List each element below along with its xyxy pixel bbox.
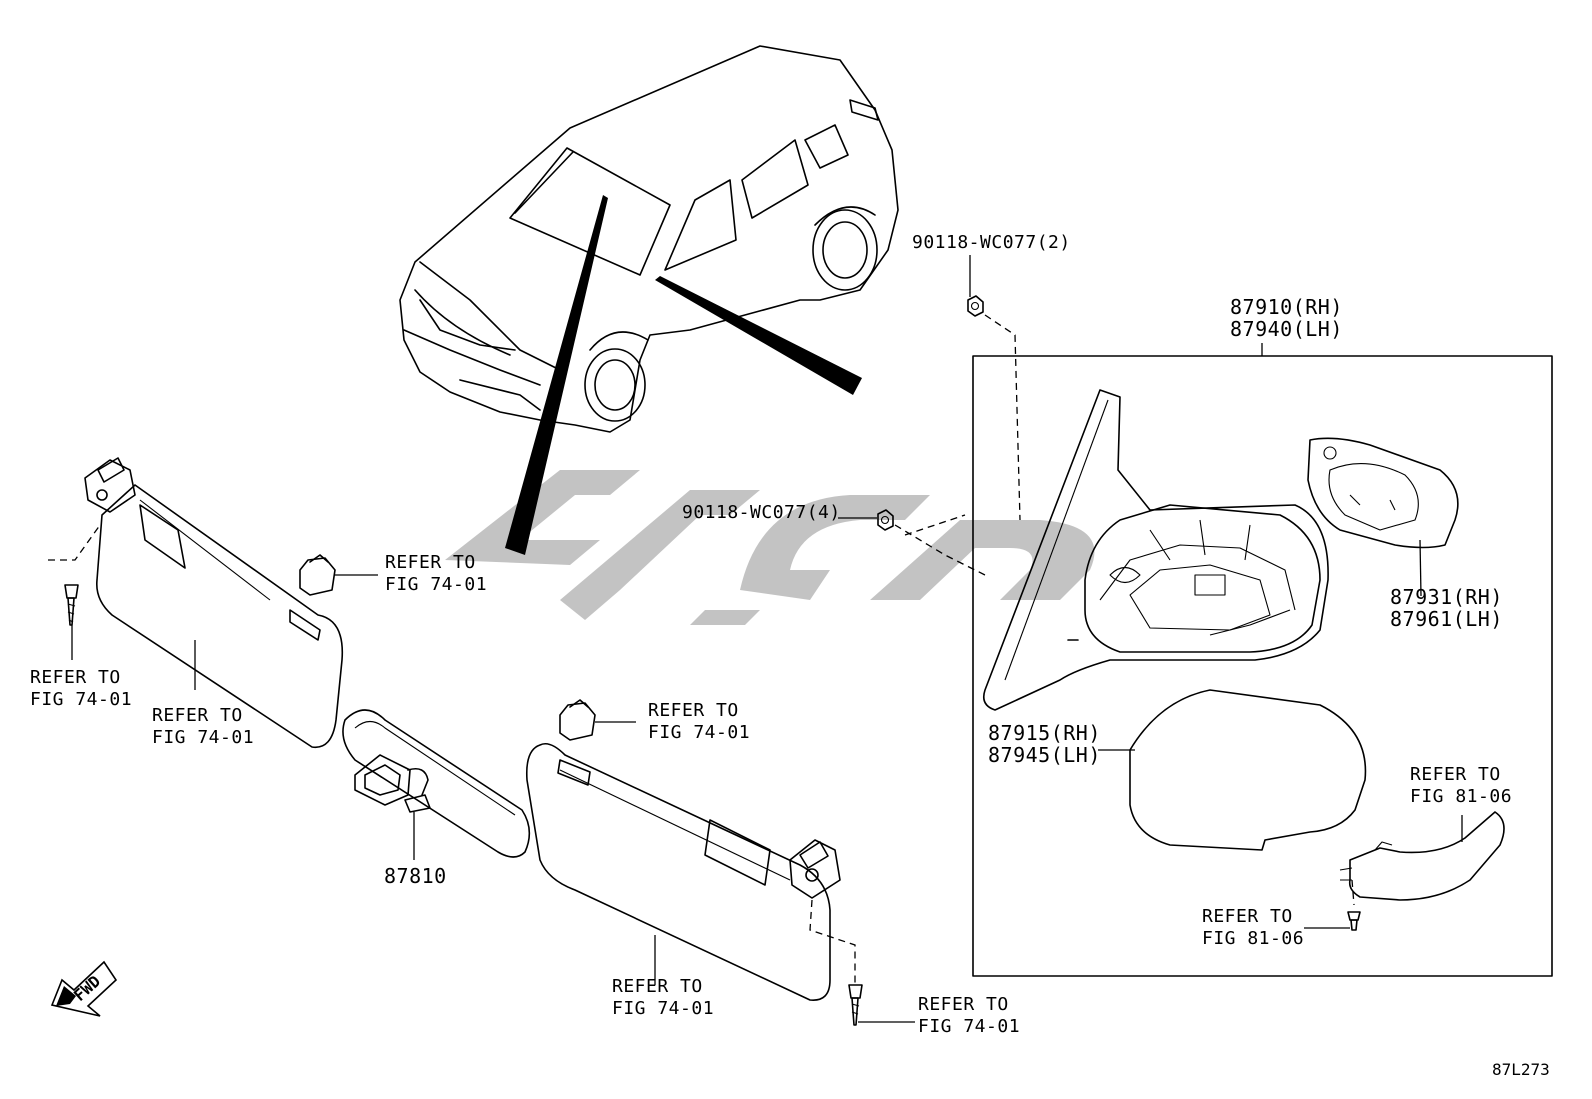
label-ref-screw-right-1: REFER TO [918, 994, 1009, 1015]
label-ref-visor-left-1: REFER TO [152, 705, 243, 726]
label-nut-mid: 90118-WC077(4) [682, 502, 841, 523]
pointer-wedge-outer-mirror [655, 276, 862, 395]
inner-rearview-mirror [342, 709, 531, 860]
label-mirror-assy-lh: 87940(LH) [1230, 317, 1343, 341]
label-mirror-glass-lh: 87961(LH) [1390, 607, 1503, 631]
vehicle-illustration [399, 45, 899, 555]
label-mirror-assy-rh: 87910(RH) [1230, 295, 1343, 319]
label-ref-visor-right-1: REFER TO [612, 976, 703, 997]
label-ref-clip-right-1: REFER TO [648, 700, 739, 721]
label-ref-clip-left-1: REFER TO [385, 552, 476, 573]
screw-right [809, 899, 915, 1026]
fwd-arrow-icon: FWD [50, 960, 118, 1017]
nut-mid [838, 509, 986, 576]
label-mirror-glass-rh: 87931(RH) [1390, 585, 1503, 609]
mirror-glass [1307, 437, 1459, 597]
label-ref-visor-right-2: FIG 74-01 [612, 998, 714, 1019]
label-ref-signal-screw-1: REFER TO [1202, 906, 1293, 927]
label-nut-top: 90118-WC077(2) [912, 232, 1071, 253]
label-ref-clip-left-2: FIG 74-01 [385, 574, 487, 595]
label-ref-signal-screw-2: FIG 81-06 [1202, 928, 1304, 949]
label-inner-mirror: 87810 [384, 864, 447, 888]
label-mirror-cover-lh: 87945(LH) [988, 743, 1101, 767]
label-ref-visor-left-2: FIG 74-01 [152, 727, 254, 748]
turn-signal-lamp [1304, 811, 1505, 931]
label-ref-signal-2: FIG 81-06 [1410, 786, 1512, 807]
label-mirror-cover-rh: 87915(RH) [988, 721, 1101, 745]
label-ref-screw-left-2: FIG 74-01 [30, 689, 132, 710]
visor-clip-left [299, 554, 378, 596]
mirror-cover [1098, 689, 1367, 851]
sun-visor-left [84, 457, 344, 749]
label-ref-clip-right-2: FIG 74-01 [648, 722, 750, 743]
label-ref-signal-1: REFER TO [1410, 764, 1501, 785]
diagram-id: 87L273 [1492, 1060, 1550, 1079]
screw-left [48, 524, 101, 660]
pointer-wedge-inner-mirror [505, 195, 608, 555]
sun-visor-right [525, 742, 841, 1001]
visor-clip-right [559, 699, 636, 741]
nut-top [967, 255, 1021, 521]
outer-mirror-assembly [982, 389, 1329, 711]
watermark-logo [445, 470, 1095, 625]
label-ref-screw-left-1: REFER TO [30, 667, 121, 688]
label-ref-screw-right-2: FIG 74-01 [918, 1016, 1020, 1037]
